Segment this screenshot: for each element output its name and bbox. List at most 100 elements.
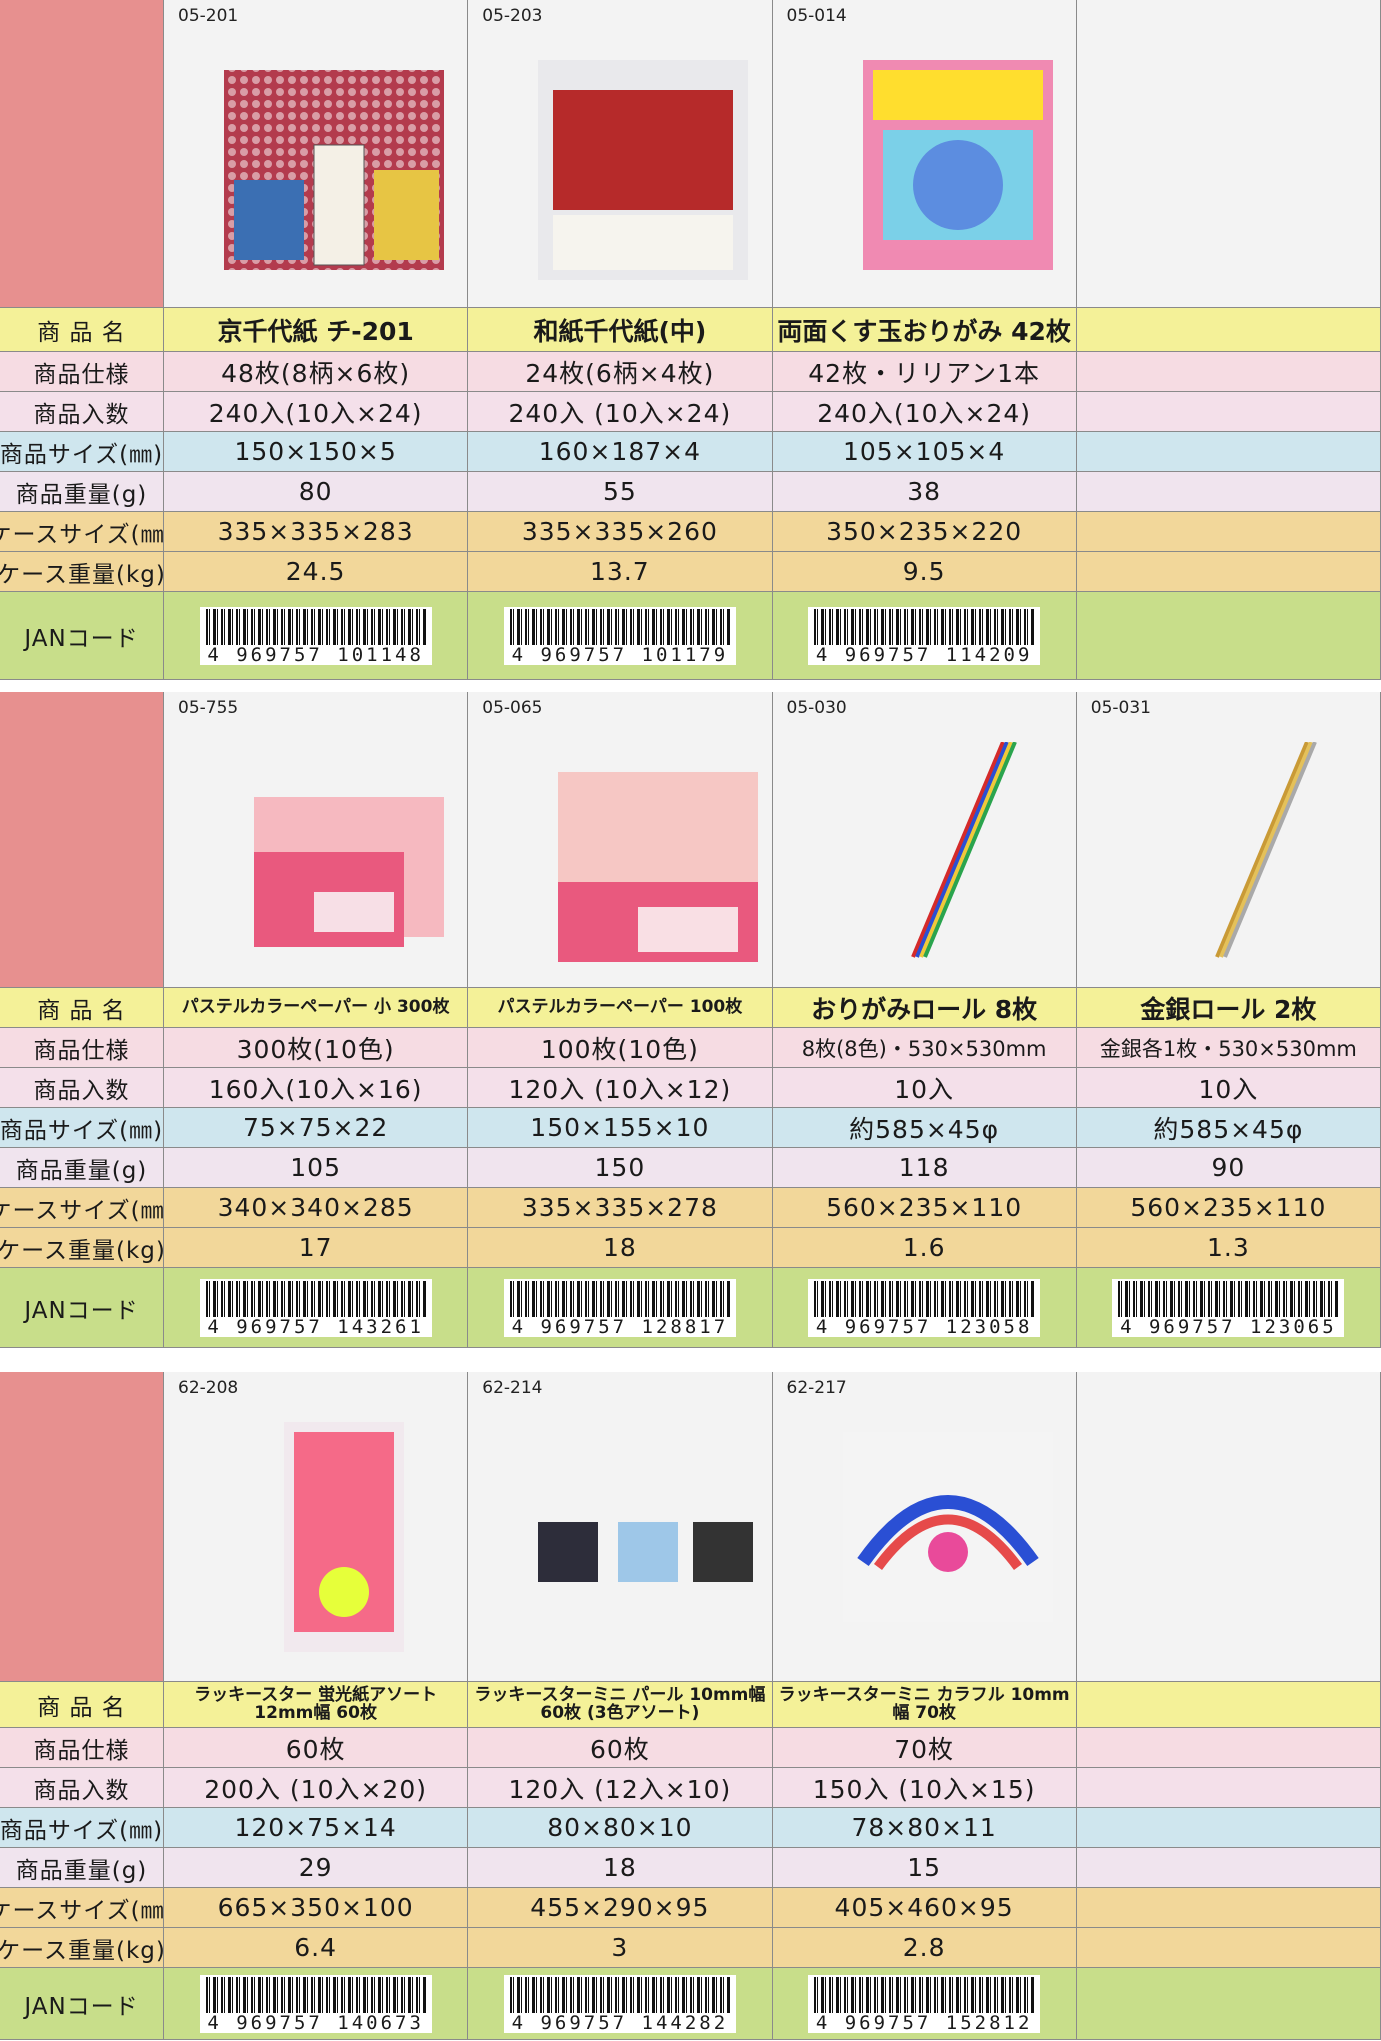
product-qty: 200入 (10入×20) xyxy=(204,1774,427,1804)
product-weight: 29 xyxy=(298,1853,333,1882)
cell-name: ラッキースターミニ カラフル 10mm幅 70枚 xyxy=(772,1682,1077,1728)
jan-number: 4 969757 152812 xyxy=(815,2011,1033,2034)
product-code: 05-203 xyxy=(482,6,543,26)
product-photo-svg xyxy=(910,741,1017,958)
product-name: 両面くす玉おりがみ 42枚 xyxy=(777,316,1071,346)
product-code: 05-014 xyxy=(786,6,847,26)
product-photo xyxy=(823,741,1063,976)
product-photo-svg xyxy=(284,1422,404,1652)
row-label-spec: 商品仕様 xyxy=(0,1028,164,1068)
product-case-size: 560×235×110 xyxy=(826,1193,1023,1222)
cell-weight: 105 xyxy=(164,1148,469,1188)
product-photo xyxy=(214,742,454,976)
cell-jan xyxy=(1076,592,1381,680)
product-case-weight: 9.5 xyxy=(902,557,946,586)
jan-barcode: 4 969757 114209 xyxy=(808,606,1041,666)
cell-case-size: 405×460×95 xyxy=(772,1888,1077,1928)
cell-size xyxy=(1076,432,1381,472)
jan-number: 4 969757 114209 xyxy=(815,643,1033,666)
product-size: 約585×45φ xyxy=(1153,1114,1304,1144)
cell-spec: 70枚 xyxy=(772,1728,1077,1768)
product-photo-svg xyxy=(862,60,1053,270)
photo-row-label xyxy=(0,1372,164,1682)
product-case-size: 340×340×285 xyxy=(217,1193,414,1222)
jan-barcode: 4 969757 123058 xyxy=(808,1278,1041,1337)
product-case-weight: 3 xyxy=(611,1933,629,1962)
cell-weight: 80 xyxy=(164,472,469,512)
product-code: 05-755 xyxy=(178,698,239,718)
product-photo-svg xyxy=(558,772,759,962)
cell-weight xyxy=(1076,1848,1381,1888)
cell-case-weight: 1.6 xyxy=(772,1228,1077,1268)
row-label-jan: JANコード xyxy=(0,1968,164,2040)
cell-case-weight xyxy=(1076,1928,1381,1968)
product-weight: 55 xyxy=(602,477,637,506)
row-label-jan: JANコード xyxy=(0,592,164,680)
cell-spec: 8枚(8色)・530×530mm xyxy=(772,1028,1077,1068)
cell-qty: 160入(10入×16) xyxy=(164,1068,469,1108)
cell-name: パステルカラーペーパー 100枚 xyxy=(468,988,773,1028)
cell-case-weight: 2.8 xyxy=(772,1928,1077,1968)
product-photo xyxy=(214,1422,454,1656)
row-label-size: 商品サイズ(㎜) xyxy=(0,1108,164,1148)
product-photo xyxy=(823,50,1063,284)
product-case-size: 335×335×260 xyxy=(521,517,718,546)
cell-name: 京千代紙 チ-201 xyxy=(164,308,469,352)
cell-case-size: 455×290×95 xyxy=(468,1888,773,1928)
cell-jan: 4 969757 143261 xyxy=(164,1268,469,1348)
jan-barcode: 4 969757 144282 xyxy=(503,1974,736,2033)
product-spec: 300枚(10色) xyxy=(236,1034,395,1064)
cell-weight: 90 xyxy=(1076,1148,1381,1188)
cell-name: 金銀ロール 2枚 xyxy=(1076,988,1381,1028)
cell-spec xyxy=(1076,352,1381,392)
product-spec: 60枚 xyxy=(589,1734,650,1764)
cell-jan: 4 969757 144282 xyxy=(468,1968,773,2040)
row-label-case-weight: ケース重量(kg) xyxy=(0,1228,164,1268)
cell-spec xyxy=(1076,1728,1381,1768)
cell-case-size: 350×235×220 xyxy=(772,512,1077,552)
product-size: 約585×45φ xyxy=(849,1114,1000,1144)
product-weight: 38 xyxy=(907,477,942,506)
product-weight: 118 xyxy=(898,1153,950,1182)
cell-qty: 10入 xyxy=(1076,1068,1381,1108)
product-photo-cell: 05-014 xyxy=(772,0,1077,308)
cell-spec: 60枚 xyxy=(164,1728,469,1768)
product-case-weight: 1.6 xyxy=(902,1233,946,1262)
cell-qty: 240入 (10入×24) xyxy=(468,392,773,432)
product-photo xyxy=(823,1422,1063,1656)
product-case-weight: 17 xyxy=(298,1233,333,1262)
cell-case-weight xyxy=(1076,552,1381,592)
cell-size: 150×155×10 xyxy=(468,1108,773,1148)
product-qty: 120入 (10入×12) xyxy=(508,1074,732,1104)
product-case-size: 335×335×278 xyxy=(521,1193,718,1222)
barcode-bars xyxy=(205,1280,426,1317)
product-case-weight: 13.7 xyxy=(590,557,650,586)
product-photo-cell xyxy=(1076,1372,1381,1682)
product-photo-cell: 62-208 xyxy=(164,1372,469,1682)
jan-number: 4 969757 101148 xyxy=(207,643,424,666)
row-label-weight: 商品重量(g) xyxy=(0,1148,164,1188)
barcode-bars xyxy=(205,608,426,645)
product-qty: 240入(10入×24) xyxy=(208,398,423,428)
cell-case-weight: 9.5 xyxy=(772,552,1077,592)
product-photo-svg xyxy=(842,1432,1053,1622)
cell-size: 78×80×11 xyxy=(772,1808,1077,1848)
product-name: ラッキースターミニ パール 10mm幅 60枚 (3色アソート) xyxy=(474,1684,766,1723)
cell-name: 両面くす玉おりがみ 42枚 xyxy=(772,308,1077,352)
product-qty: 120入 (12入×10) xyxy=(508,1774,732,1804)
product-photo-cell: 62-217 xyxy=(772,1372,1077,1682)
photo-row-label xyxy=(0,0,164,308)
product-size: 105×105×4 xyxy=(843,437,1006,466)
cell-spec: 24枚(6柄×4枚) xyxy=(468,352,773,392)
product-weight: 150 xyxy=(594,1153,646,1182)
product-qty: 160入(10入×16) xyxy=(208,1074,423,1104)
product-spec: 70枚 xyxy=(894,1734,955,1764)
cell-size: 80×80×10 xyxy=(468,1808,773,1848)
cell-qty xyxy=(1076,1768,1381,1808)
cell-case-weight: 6.4 xyxy=(164,1928,469,1968)
product-name: 金銀ロール 2枚 xyxy=(1140,994,1317,1024)
cell-qty xyxy=(1076,392,1381,432)
product-photo-svg xyxy=(224,70,444,270)
